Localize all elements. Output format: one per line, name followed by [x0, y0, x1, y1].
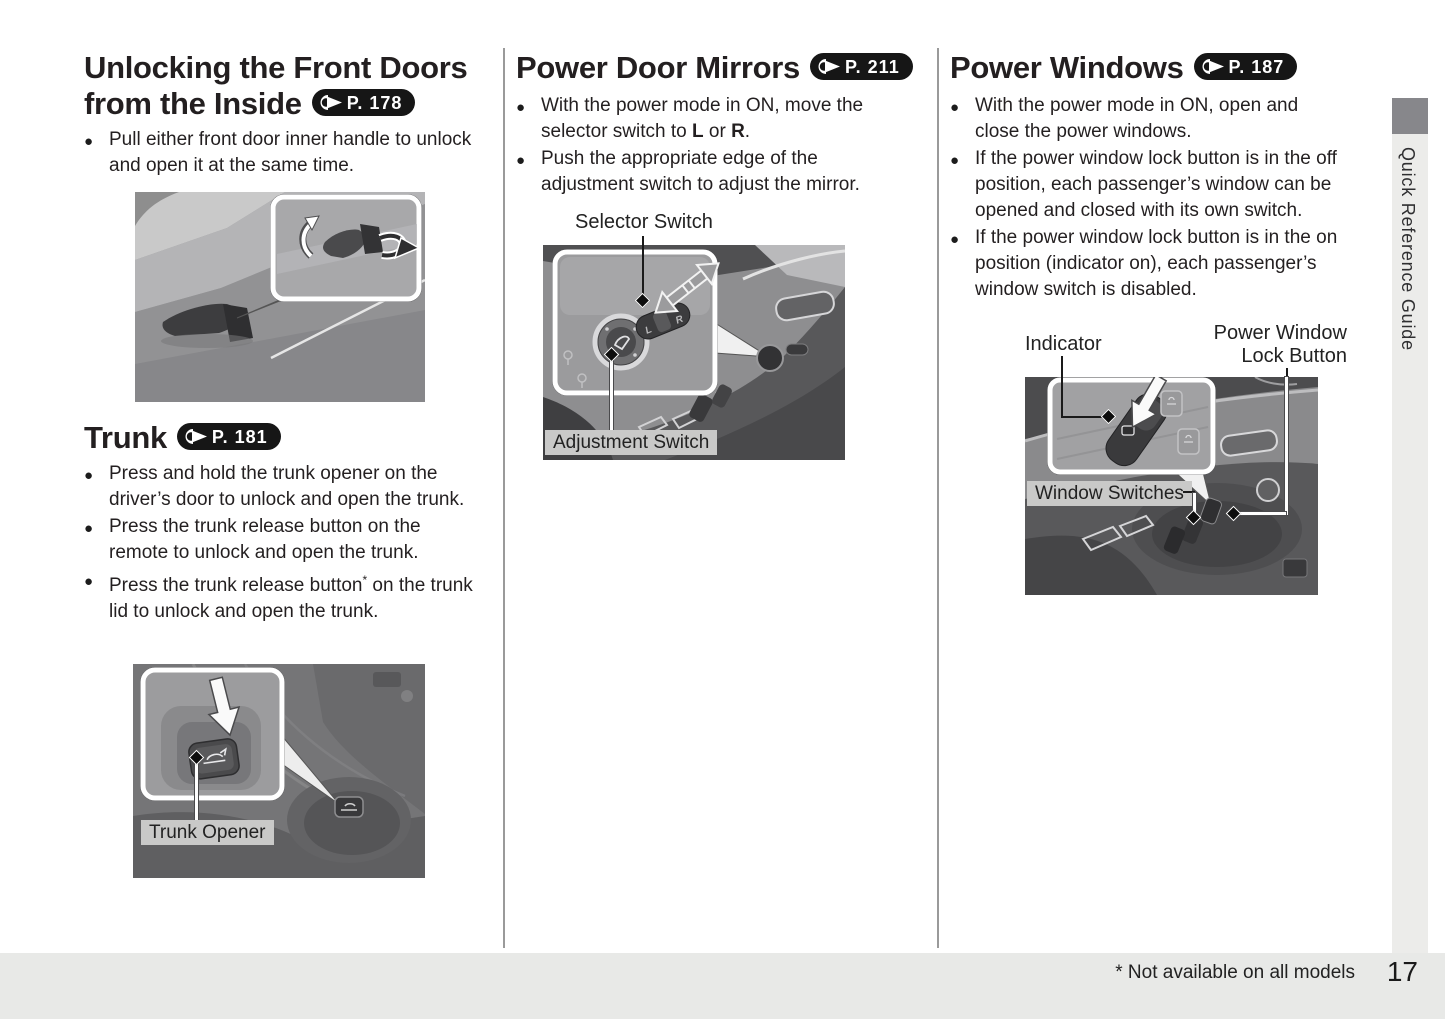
selector-switch-label: Selector Switch: [575, 211, 713, 233]
mirror-knob: [756, 344, 784, 372]
section-title-trunk: Trunk P. 181: [84, 420, 281, 456]
inset-handle: [323, 229, 367, 258]
callout-line: [610, 358, 613, 430]
selector-letter-l: L: [644, 324, 654, 336]
door-pull-pocket: [775, 290, 835, 322]
mirror-controls-figure: Selector Switch: [516, 205, 908, 467]
page-ref-arrow-icon: [320, 95, 342, 110]
callout-line: [1061, 416, 1105, 418]
pull-arrow-icon: [301, 222, 313, 258]
window-switch: [1163, 526, 1186, 554]
mirror-adjustment-dial: [592, 313, 650, 371]
windows-bullet-list: With the power mode in ON, open and clos…: [950, 93, 1347, 304]
doors-title-line1: Unlocking the Front Doors: [84, 50, 468, 85]
list-item: If the power window lock button is in th…: [950, 225, 1347, 303]
page-ref-text: P. 211: [844, 56, 900, 77]
callout-line: [1193, 493, 1196, 515]
trunk-opener-switch: [188, 738, 240, 780]
list-item: Press and hold the trunk opener on the d…: [84, 461, 476, 513]
window-area: [135, 192, 285, 260]
footnote: * Not available on all models: [1115, 962, 1355, 983]
down-arrow-icon: [1131, 377, 1168, 429]
page-ref-badge[interactable]: P. 181: [176, 423, 281, 450]
section-title-doors: Unlocking the Front Doors from the Insid…: [84, 50, 468, 122]
callout-line: [1183, 491, 1195, 493]
page-ref-badge[interactable]: P. 187: [1193, 53, 1298, 80]
double-arrow-icon: [654, 262, 720, 314]
door-pull-pocket: [1220, 429, 1278, 457]
list-item: Pull either front door inner handle to u…: [84, 127, 476, 179]
page-ref-badge[interactable]: P. 178: [311, 89, 416, 116]
power-windows-figure: Indicator Power Window Lock Button: [950, 320, 1350, 600]
page-ref-arrow-icon: [185, 429, 207, 444]
window-lock-icons: [1160, 390, 1200, 455]
trunk-opener-label: Trunk Opener: [141, 820, 274, 845]
doors-bullet-list: Pull either front door inner handle to u…: [84, 127, 476, 180]
callout-line: [642, 236, 644, 296]
lock-button-icon: [1121, 425, 1135, 436]
door-lock-icons: [563, 350, 587, 388]
list-item: Press the trunk release button on the re…: [84, 514, 476, 566]
list-item: With the power mode in ON, open and clos…: [950, 93, 1347, 145]
mirrors-title: Power Door Mirrors: [516, 50, 800, 85]
callout-line: [1285, 377, 1288, 515]
list-item: Push the appropriate edge of the adjustm…: [516, 146, 908, 198]
page-ref-text: P. 187: [1228, 56, 1285, 77]
page-footer: * Not available on all models 17: [0, 953, 1445, 1019]
windows-title: Power Windows: [950, 50, 1184, 85]
power-window-lock-label: Power Window Lock Button: [1213, 322, 1347, 367]
callout-line: [1061, 356, 1063, 418]
down-arrow-icon: [207, 676, 241, 737]
callout-line: [195, 763, 198, 821]
adjustment-switch-label: Adjustment Switch: [545, 430, 718, 455]
page-ref-arrow-icon: [818, 59, 840, 74]
door-handle-figure: [135, 192, 425, 402]
trunk-icon: [203, 747, 227, 765]
column-divider: [937, 48, 939, 948]
trunk-opener-photo: [133, 664, 425, 878]
page-ref-badge[interactable]: P. 211: [809, 53, 913, 80]
section-title-windows: Power Windows P. 187: [950, 50, 1298, 86]
section-title-mirrors: Power Door Mirrors P. 211: [516, 50, 913, 86]
trunk-bullet-list: Press and hold the trunk opener on the d…: [84, 461, 476, 626]
window-switches-label: Window Switches: [1027, 481, 1192, 506]
door-handle-photo: [135, 192, 425, 402]
trunk-release-button: [334, 796, 364, 818]
column-divider: [503, 48, 505, 948]
mirrors-bullet-list: With the power mode in ON, move the sele…: [516, 93, 908, 199]
selector-letter-r: R: [674, 314, 686, 327]
callout-line: [1238, 512, 1286, 515]
window-switch: [1181, 516, 1204, 544]
mirror-knob: [1256, 478, 1280, 502]
mirror-controls-photo: L R: [543, 245, 845, 460]
page-ref-text: P. 181: [211, 426, 268, 447]
doors-title-line2: from the Inside: [84, 86, 302, 121]
trunk-title: Trunk: [84, 420, 167, 455]
trunk-opener-figure: Trunk Opener: [133, 664, 425, 878]
footnote-asterisk: *: [362, 573, 368, 587]
dial-glyph: [613, 335, 631, 351]
chapter-tab-label: Quick Reference Guide: [1398, 147, 1418, 351]
chapter-tab-strip: [1392, 134, 1428, 953]
page-ref-arrow-icon: [1202, 59, 1224, 74]
chapter-tab-square: [1392, 98, 1428, 134]
page-number: 17: [1386, 956, 1418, 987]
door-inner-handle: [162, 303, 244, 336]
list-item: Press the trunk release button* on the t…: [84, 567, 476, 625]
power-window-lock-button: [1200, 497, 1222, 525]
power-windows-photo: [1025, 377, 1318, 595]
list-item: With the power mode in ON, move the sele…: [516, 93, 908, 145]
callout-line: [1286, 368, 1288, 378]
indicator-label: Indicator: [1025, 333, 1102, 355]
window-switch-outlines: [1081, 514, 1155, 552]
page-ref-text: P. 178: [346, 92, 403, 113]
list-item: If the power window lock button is in th…: [950, 146, 1347, 224]
